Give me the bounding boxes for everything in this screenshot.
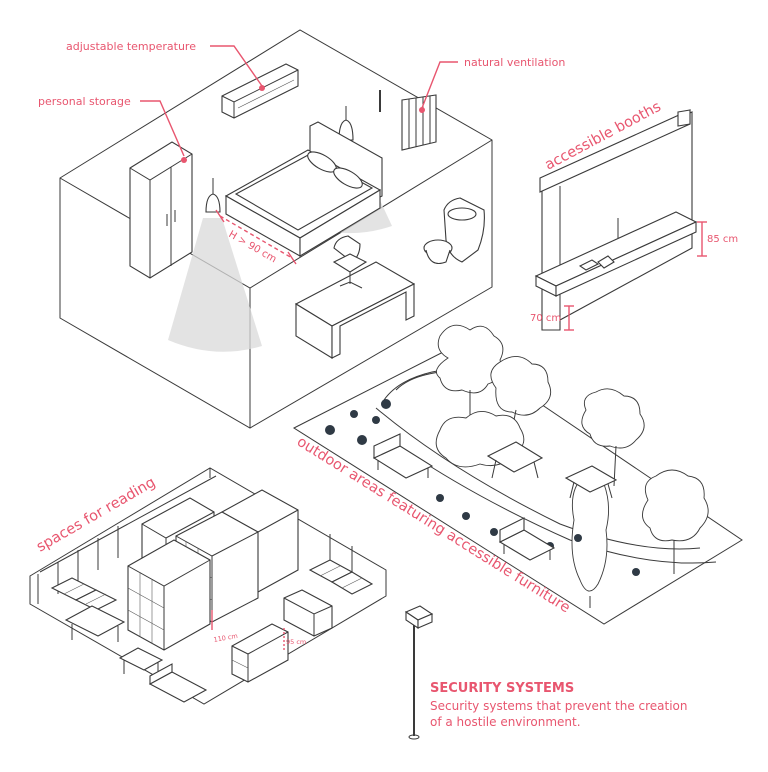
skylight-left	[50, 577, 118, 611]
dimension-70cm: 70 cm	[530, 305, 574, 331]
bedroom-cell: adjustable temperature natural ventilati…	[38, 29, 565, 429]
picnic-table-1	[486, 441, 544, 479]
reading-table-1	[64, 605, 126, 642]
annotation-adjustable-temperature: adjustable temperature	[66, 40, 265, 91]
booth-module: accessible booths 85 cm 70 cm	[530, 99, 738, 331]
annotation-natural-ventilation: natural ventilation	[419, 56, 565, 113]
camera-icon	[404, 605, 434, 630]
reading-room: spaces for reading 110 cm 95 cm	[29, 467, 387, 705]
label-personal-storage: personal storage	[38, 95, 131, 108]
reception-counter	[283, 589, 333, 637]
air-conditioner	[221, 63, 299, 119]
phone-left	[578, 259, 600, 271]
shrub	[372, 416, 380, 424]
shrub	[462, 512, 470, 520]
light-beam-left	[168, 218, 262, 352]
picnic-table-2	[564, 465, 618, 499]
bench-1	[372, 433, 434, 479]
shrub	[357, 435, 367, 445]
security-line-1: Security systems that prevent the creati…	[430, 699, 688, 713]
sofa	[148, 663, 208, 703]
svg-text:70 cm: 70 cm	[530, 313, 561, 324]
dimension-95cm: 95 cm	[283, 628, 306, 650]
skylight-right	[308, 559, 374, 595]
shrub	[381, 399, 391, 409]
shrub	[436, 494, 444, 502]
shrub	[574, 534, 582, 542]
reading-table-2	[118, 647, 164, 676]
security-line-2: of a hostile environment.	[430, 715, 581, 729]
security-caption: SECURITY SYSTEMS Security systems that p…	[430, 681, 688, 729]
svg-text:95 cm: 95 cm	[286, 638, 306, 646]
shrub	[325, 425, 335, 435]
low-shelf	[231, 623, 289, 683]
svg-text:110 cm: 110 cm	[213, 632, 238, 644]
bookshelf-front	[127, 539, 211, 651]
security-title: SECURITY SYSTEMS	[430, 681, 574, 696]
desk	[294, 261, 416, 359]
annotation-personal-storage: personal storage	[38, 95, 187, 163]
shrub	[350, 410, 358, 418]
dimension-85cm: 85 cm	[697, 221, 738, 257]
label-spaces-for-reading: spaces for reading	[34, 474, 158, 555]
label-natural-ventilation: natural ventilation	[464, 56, 565, 69]
label-adjustable-temperature: adjustable temperature	[66, 40, 196, 53]
phone-right	[597, 255, 615, 269]
bench-2	[498, 517, 556, 561]
tree-3	[581, 388, 645, 487]
barred-window	[379, 90, 437, 151]
desk-chair	[332, 235, 368, 289]
wardrobe	[129, 141, 193, 279]
toilet-sink	[423, 197, 485, 265]
shrub	[632, 568, 640, 576]
bed	[224, 121, 383, 257]
ceiling-lamp-right	[338, 106, 354, 141]
ceiling-lamp-left	[205, 178, 221, 213]
tree-1	[435, 324, 504, 420]
security-camera-pole	[404, 605, 434, 740]
svg-text:85 cm: 85 cm	[707, 234, 738, 245]
tree-4	[642, 469, 709, 574]
tree-2	[490, 356, 552, 441]
shrub	[490, 528, 498, 536]
